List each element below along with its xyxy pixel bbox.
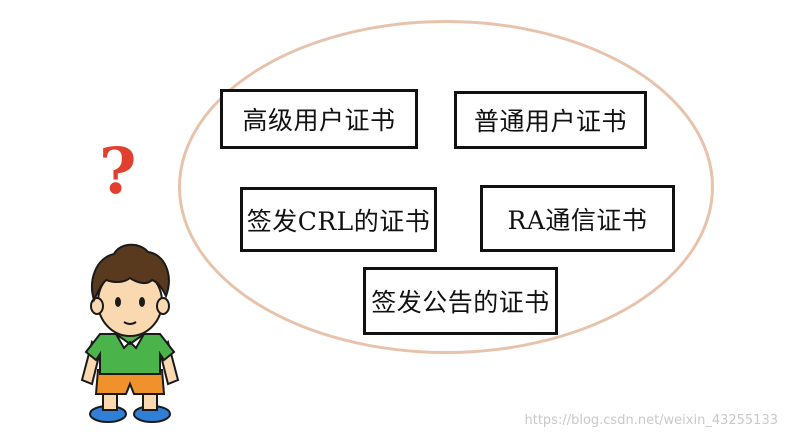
cert-box-ra-communication: RA通信证书 [480, 185, 675, 252]
cert-box-announcement-signing: 签发公告的证书 [363, 267, 558, 335]
cartoon-boy-icon [70, 230, 190, 430]
cert-box-normal-user: 普通用户证书 [454, 91, 647, 149]
cert-label: 普通用户证书 [474, 102, 627, 138]
cert-label: 高级用户证书 [242, 101, 395, 137]
cert-box-advanced-user: 高级用户证书 [220, 89, 418, 149]
cert-label: RA通信证书 [508, 201, 648, 237]
cert-label: 签发CRL的证书 [247, 202, 431, 238]
cert-box-crl-signing: 签发CRL的证书 [240, 187, 437, 252]
cert-label: 签发公告的证书 [371, 283, 550, 319]
watermark: https://blog.csdn.net/weixin_43255133 [524, 413, 778, 428]
question-mark-icon: ? [99, 140, 137, 204]
